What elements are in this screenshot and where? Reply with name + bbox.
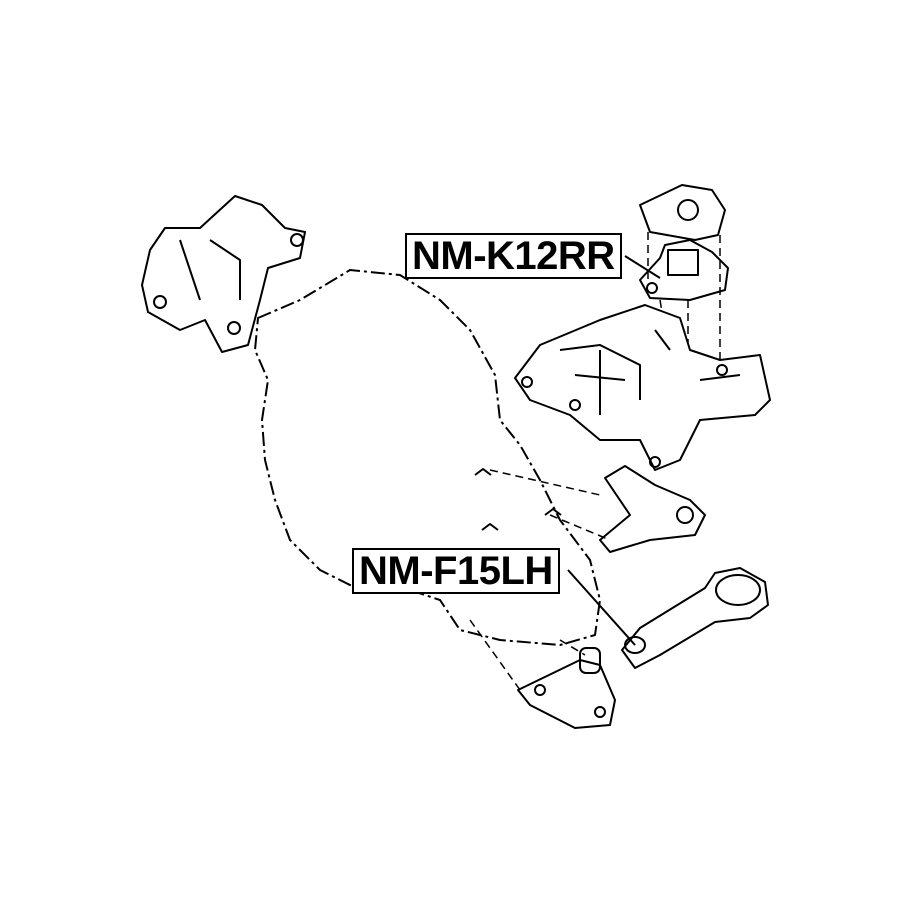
rear-mount-top-bracket bbox=[639, 184, 726, 241]
part-label-nm-k12rr: NM-K12RR bbox=[405, 233, 622, 279]
upper-left-mount bbox=[141, 195, 306, 353]
lower-mount-bracket bbox=[517, 659, 616, 729]
torque-rod bbox=[621, 567, 769, 669]
part-label-nm-f15lh: NM-F15LH bbox=[352, 548, 560, 594]
rear-mount-insulator bbox=[639, 239, 729, 301]
transmission-support-bracket bbox=[514, 304, 771, 471]
engine-block-outline bbox=[254, 269, 601, 646]
lower-torque-bracket bbox=[599, 465, 706, 553]
